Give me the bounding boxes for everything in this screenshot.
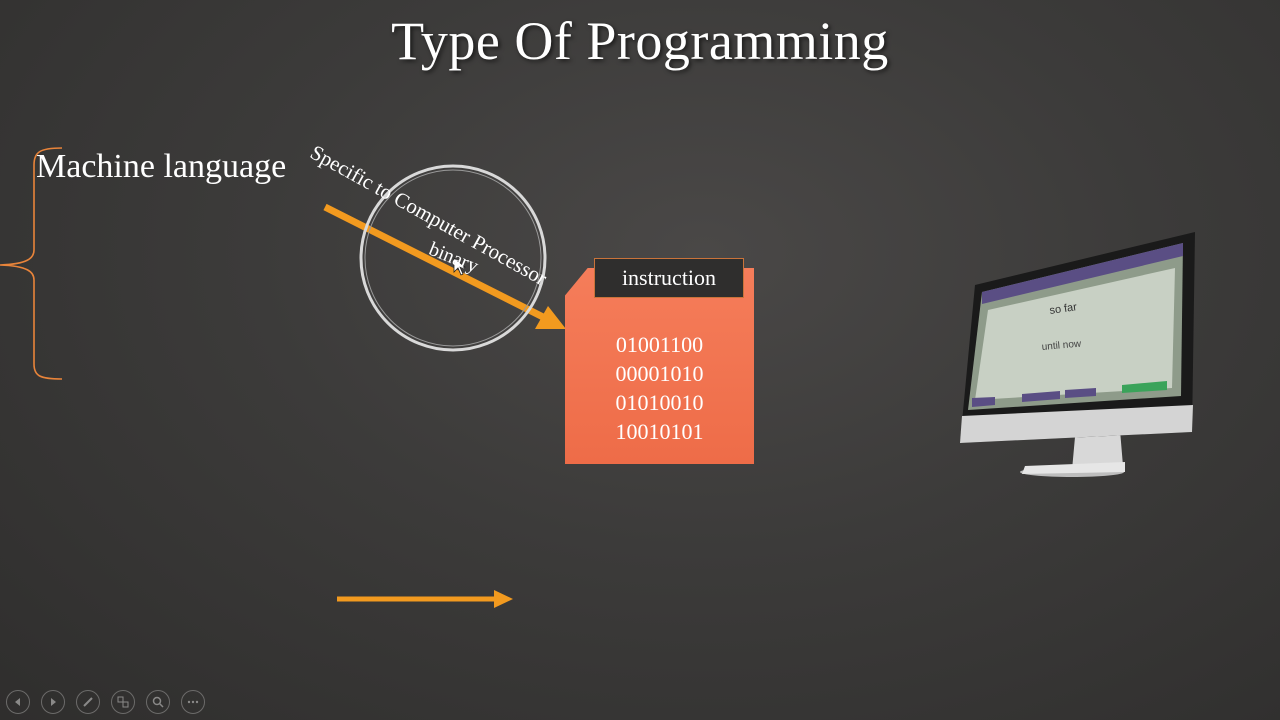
pen-icon[interactable] (76, 690, 100, 714)
horizontal-arrow (337, 590, 513, 608)
binary-instruction-lines: 01001100 00001010 01010010 10010101 (565, 330, 754, 446)
binary-line: 01001100 (565, 330, 754, 359)
computer-monitor-illustration: so far until now (960, 232, 1195, 477)
more-options-icon[interactable] (181, 690, 205, 714)
slideshow-toolbar (6, 690, 205, 714)
previous-slide-icon[interactable] (6, 690, 30, 714)
binary-line: 00001010 (565, 359, 754, 388)
zoom-icon[interactable] (146, 690, 170, 714)
binary-line: 10010101 (565, 417, 754, 446)
binary-line: 01010010 (565, 388, 754, 417)
instruction-label: instruction (594, 258, 744, 298)
next-slide-icon[interactable] (41, 690, 65, 714)
slide-overview-icon[interactable] (111, 690, 135, 714)
machine-language-label: Machine language (36, 148, 286, 186)
